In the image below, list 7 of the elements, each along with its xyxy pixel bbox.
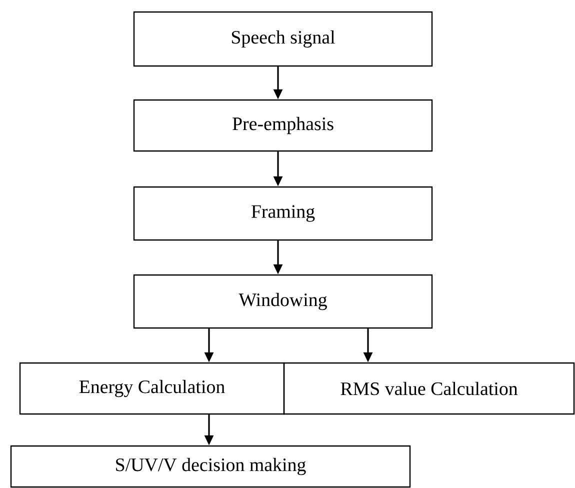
process-box: Windowing bbox=[133, 274, 433, 329]
process-box: Framing bbox=[133, 186, 433, 241]
process-box: Speech signal bbox=[133, 11, 433, 67]
process-box: Pre-emphasis bbox=[133, 99, 433, 152]
process-box: Energy Calculation bbox=[19, 362, 285, 415]
process-box: RMS value Calculation bbox=[283, 362, 575, 415]
process-box: S/UV/V decision making bbox=[10, 445, 411, 488]
